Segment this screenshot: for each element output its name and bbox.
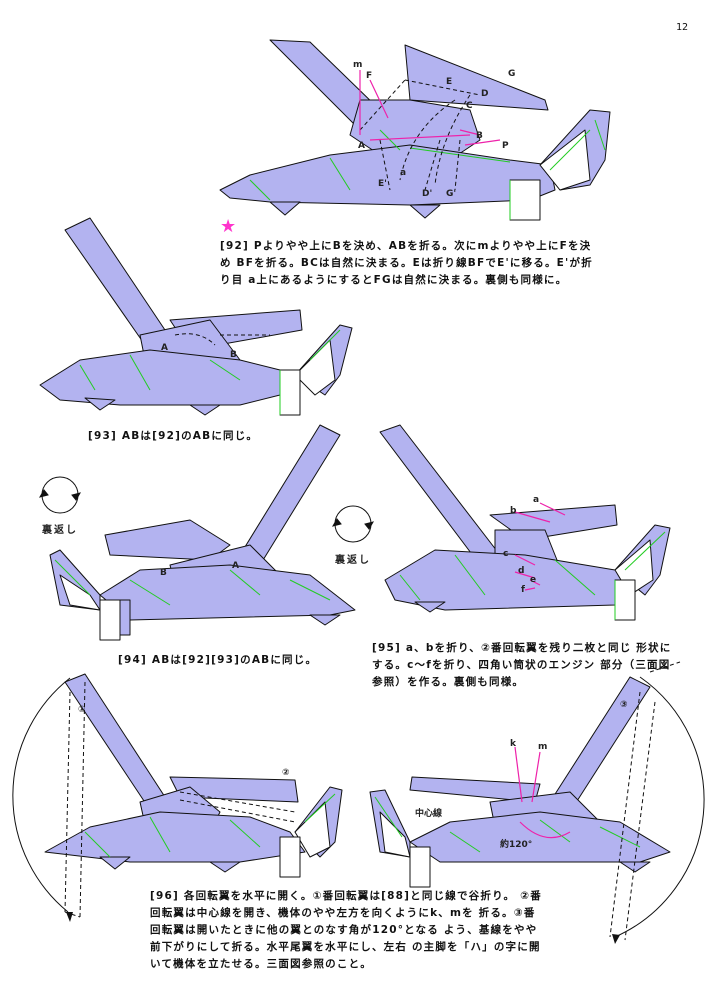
label-B: B	[160, 568, 167, 578]
step94-caption: [94] ABは[92][93]のABに同じ。	[118, 654, 318, 666]
step95-caption: [95] a、bを折り、②番回転翼を残り二枚と同じ 形状にする。c～fを折り、四…	[372, 642, 672, 688]
label-C: C	[466, 101, 473, 111]
label-F: F	[366, 71, 372, 81]
label-E-prime: E'	[378, 179, 387, 189]
page-number: 12	[675, 22, 688, 33]
step96-caption: [96] 各回転翼を水平に開く。①番回転翼は[88]と同じ線で谷折り。 ②番回転…	[150, 890, 542, 970]
label-a: a	[400, 168, 406, 178]
label-angle: 約120°	[500, 838, 532, 850]
label-G-prime: G'	[446, 189, 456, 199]
label-m: m	[538, 742, 547, 752]
flip-label: 裏返し	[334, 553, 371, 566]
label-e: e	[530, 575, 536, 585]
label-P: P	[502, 141, 509, 151]
label-center-line: 中心線	[415, 807, 442, 819]
label-D-prime: D'	[422, 189, 432, 199]
label-c: c	[503, 549, 508, 559]
label-A: A	[161, 343, 168, 353]
label-B: B	[476, 131, 483, 141]
label-A: A	[358, 141, 365, 151]
label-G: G	[508, 69, 515, 79]
label-b: b	[510, 506, 517, 516]
label-f: f	[521, 585, 525, 595]
step95-diagram: 裏返し a b c d e	[325, 420, 685, 635]
label-d: d	[518, 566, 524, 576]
label-m: m	[353, 60, 362, 70]
flip-label: 裏返し	[41, 523, 78, 536]
label-a: a	[533, 495, 539, 505]
flip-arrow-icon	[331, 505, 375, 543]
step92-caption: [92] Pよりやや上にBを決め、ABを折る。次にmよりやや上にFを決め BFを…	[220, 240, 593, 286]
step93-caption: [93] ABは[92]のABに同じ。	[88, 430, 259, 442]
step92-diagram: m F E G C D A B P E' a D' G'	[210, 39, 630, 221]
label-D: D	[481, 89, 488, 99]
label-k: k	[510, 739, 517, 749]
label-B: B	[230, 350, 237, 360]
flip-arrow-icon	[38, 476, 82, 514]
step94-diagram: 裏返し B A	[30, 424, 360, 645]
label-A: A	[232, 561, 239, 571]
star-icon: ★	[220, 216, 237, 237]
step93-diagram: A B	[39, 210, 360, 420]
label-rotor3: ③	[620, 700, 628, 710]
label-E: E	[446, 77, 452, 87]
label-rotor1: ①	[78, 705, 86, 715]
label-rotor2: ②	[282, 768, 290, 778]
step96-diagram: ① ② ③	[12, 661, 705, 947]
